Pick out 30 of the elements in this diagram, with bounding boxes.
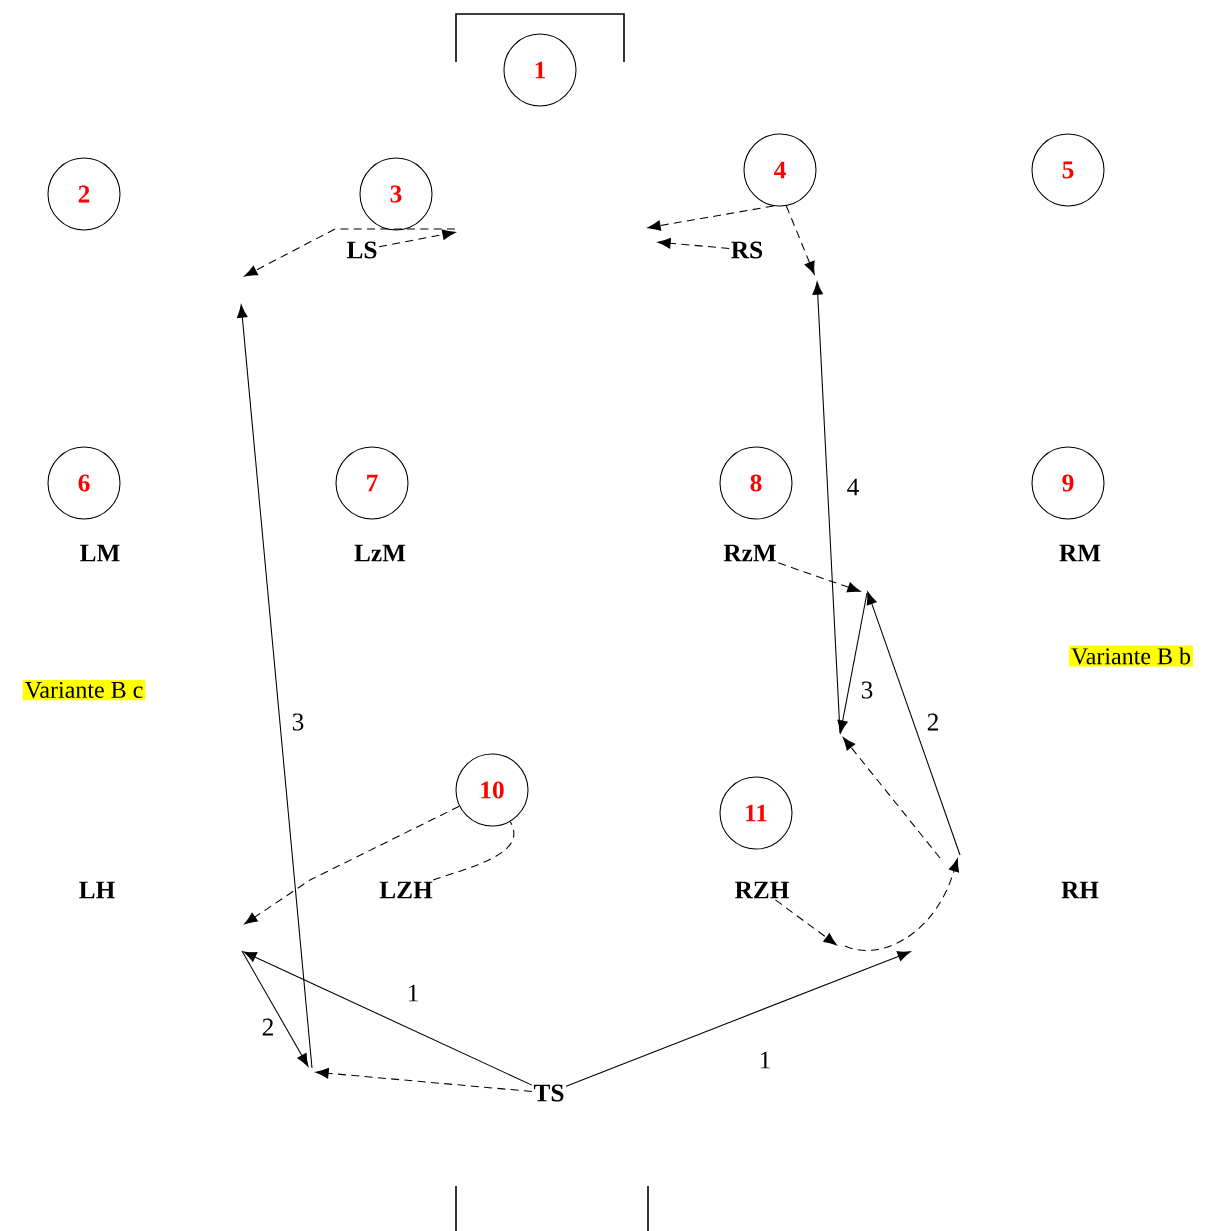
position-label: LM (80, 544, 120, 562)
run-number: 3 (290, 712, 306, 732)
position-label: RM (1059, 544, 1101, 562)
position-label: RH (1061, 881, 1099, 899)
position-label: RzM (723, 544, 776, 562)
arrow (647, 205, 775, 231)
position-label: LzM (354, 544, 406, 562)
arrow (243, 951, 533, 1086)
arrow (785, 205, 815, 275)
arrow (777, 562, 861, 593)
highlighted-note: Variante B b (1069, 645, 1193, 667)
edge-label: 1 (757, 1050, 773, 1070)
edge-label: 1 (405, 983, 421, 1003)
run-number: 3 (859, 680, 875, 700)
arrow (244, 805, 460, 925)
position-label: RZH (735, 881, 789, 899)
position-label: TS (533, 1084, 564, 1102)
arrow (315, 1068, 533, 1093)
position-label: LS (346, 241, 377, 259)
highlighted-note: Variante B c (22, 679, 146, 701)
position-label: RS (731, 241, 763, 259)
run-number: 4 (845, 477, 861, 497)
arrow (378, 229, 456, 248)
run-number: 2 (925, 712, 941, 732)
position-label: LZH (379, 881, 433, 899)
arrow (657, 238, 730, 249)
run-number: 2 (260, 1017, 276, 1037)
position-label: LH (79, 881, 115, 899)
arrow (565, 951, 911, 1087)
arrow (774, 899, 837, 946)
